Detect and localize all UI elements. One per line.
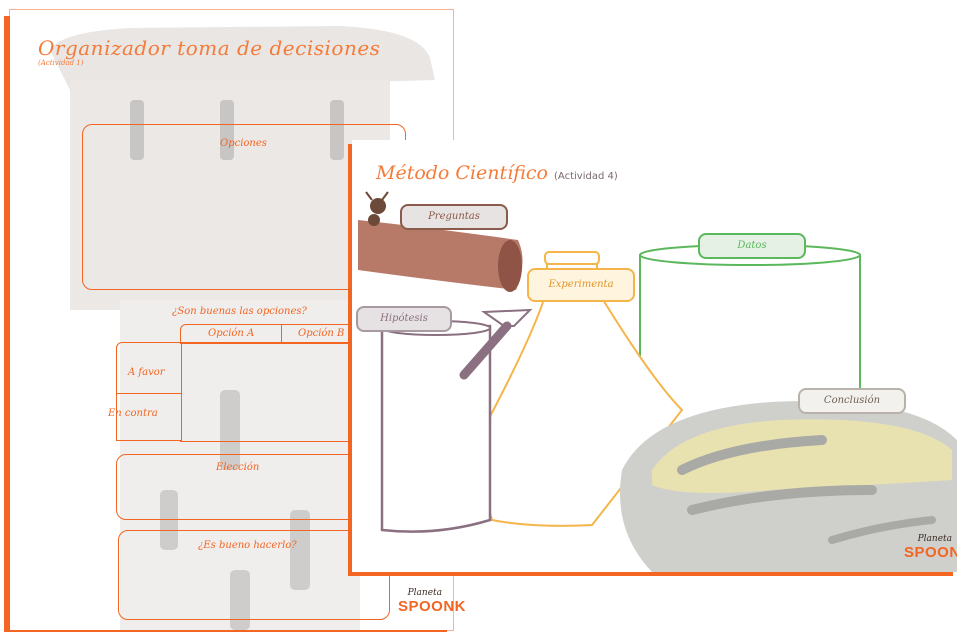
questions-tag: Preguntas xyxy=(400,204,508,230)
question-good-options: ¿Son buenas las opciones? xyxy=(172,306,307,317)
evaluation-area xyxy=(180,342,361,442)
planeta-spoonk-logo-front: Planeta SPOONK xyxy=(904,534,952,561)
logo-planeta-text: Planeta xyxy=(398,588,442,598)
option-a-label: Opción A xyxy=(208,328,254,339)
logo-spoonk-text-front: SPOONK xyxy=(904,544,952,561)
logo-spoonk-text: SPOONK xyxy=(398,598,442,615)
choice-label: Elección xyxy=(216,462,259,473)
scientific-title: Método Científico (Actividad 4) xyxy=(376,162,618,184)
hypothesis-tag: Hipótesis xyxy=(356,306,452,332)
planeta-spoonk-logo: Planeta SPOONK xyxy=(398,588,442,615)
conclusion-tag: Conclusión xyxy=(798,388,906,414)
decision-activity: (Actividad 1) xyxy=(38,59,84,67)
scientific-title-text: Método Científico xyxy=(376,162,548,184)
decision-title: Organizador toma de decisiones xyxy=(38,36,380,60)
pros-label: A favor xyxy=(128,367,165,378)
scientific-activity: (Actividad 4) xyxy=(554,171,618,182)
cons-label: En contra xyxy=(108,408,158,419)
question-do-it: ¿Es bueno hacerlo? xyxy=(198,540,297,551)
option-b-label: Opción B xyxy=(298,328,344,339)
data-tag: Datos xyxy=(698,233,806,259)
scientific-method-sheet: Método Científico (Actividad 4) Pregunta… xyxy=(352,140,957,572)
experiment-tag: Experimenta xyxy=(527,268,635,302)
options-label: Opciones xyxy=(220,138,267,149)
logo-planeta-text-front: Planeta xyxy=(904,534,952,544)
